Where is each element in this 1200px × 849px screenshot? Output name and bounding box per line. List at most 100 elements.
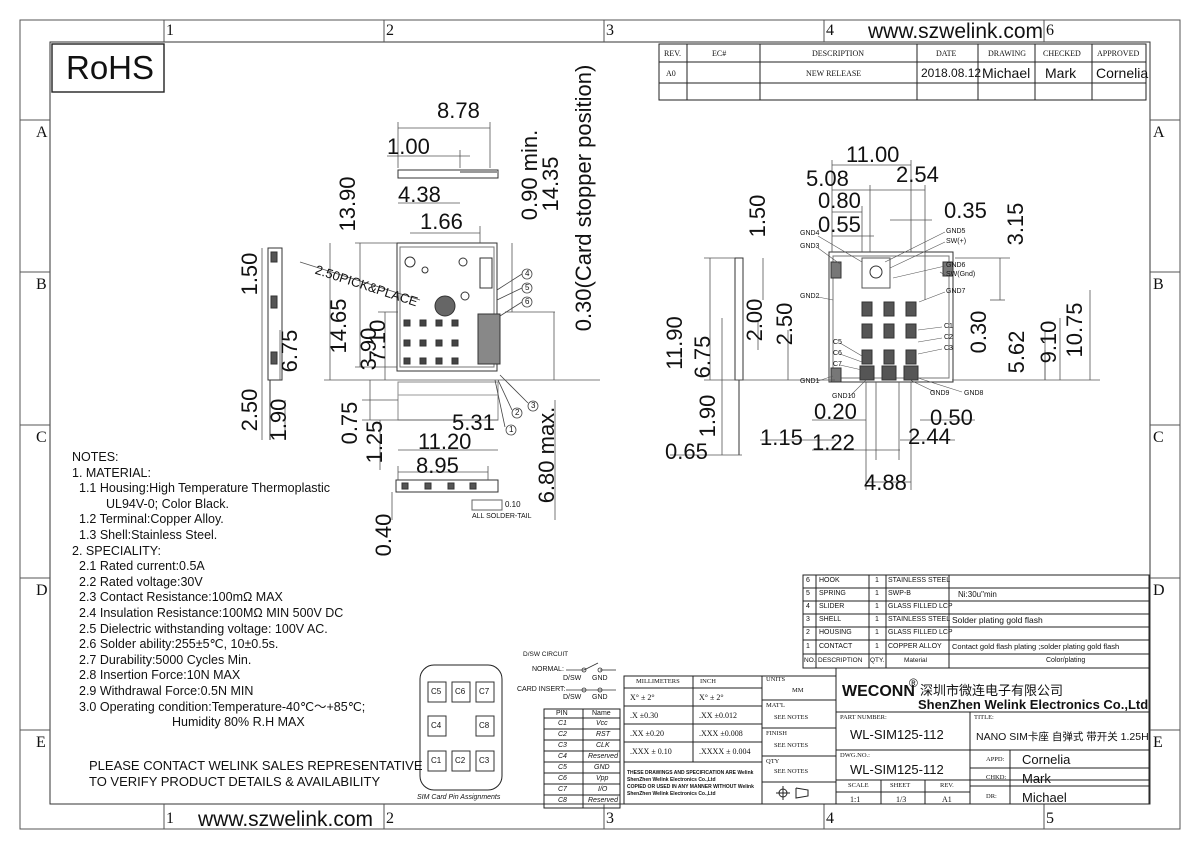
notes-title: NOTES: — [72, 450, 119, 464]
dim-0-40: 0.40 — [371, 513, 396, 557]
rdim-9-10: 9.10 — [1036, 320, 1061, 364]
pin-gnd7: GND7 — [946, 288, 966, 295]
bom-desc: HOUSING — [819, 629, 852, 636]
tol-mm-header: MILLIMETERS — [636, 678, 680, 685]
bom-material: STAINLESS STEEL — [888, 616, 951, 623]
tol-mm: .XXX ± 0.10 — [630, 747, 672, 756]
rev-header-checked: CHECKED — [1043, 49, 1081, 58]
bom-header-material: Material — [904, 657, 928, 664]
pin-table-pin: C7 — [558, 786, 567, 793]
rev-row-date: 2018.08.12 — [921, 66, 982, 80]
rdim-5-08: 5.08 — [806, 166, 849, 191]
solder-tail-value: 0.10 — [505, 500, 521, 509]
balloon-3: 3 — [531, 401, 536, 410]
pin-gnd2: GND2 — [800, 293, 820, 300]
bom-qty: 1 — [875, 616, 879, 623]
zone-row-d-right: D — [1153, 582, 1165, 599]
dim-8-78: 8.78 — [437, 98, 480, 123]
rdim-0-35: 0.35 — [944, 198, 987, 223]
dr-label: DR: — [986, 793, 997, 800]
pin-table-pin: C2 — [558, 731, 567, 738]
pin-table-name: CLK — [596, 742, 610, 749]
pin-table-name: RST — [596, 731, 610, 738]
bom-qty: 1 — [875, 577, 879, 584]
dim-11-20: 11.20 — [418, 429, 472, 454]
note-line: 1.1 Housing:High Temperature Thermoplast… — [79, 481, 331, 496]
zone-row-e-right: E — [1153, 734, 1163, 751]
rdim-0-65: 0.65 — [665, 439, 708, 464]
rohs-label: RoHS — [66, 49, 155, 86]
bom-no: 6 — [806, 577, 810, 584]
pin-c1: C1 — [944, 323, 953, 330]
appd-label: APPD: — [986, 756, 1005, 763]
rev-header-ec: EC# — [712, 49, 727, 58]
bom-qty: 1 — [875, 629, 879, 636]
bom-header-no: NO. — [804, 657, 816, 664]
contact-line-1: PLEASE CONTACT WELINK SALES REPRESENTATI… — [89, 758, 423, 773]
rdim-2-44: 2.44 — [908, 424, 951, 449]
pin-table-name: Vcc — [596, 720, 608, 727]
zone-col-2: 2 — [386, 22, 394, 39]
rev-header-drawing: DRAWING — [988, 49, 1027, 58]
rdim-4-88: 4.88 — [864, 470, 907, 495]
bom-header-qty: QTY. — [870, 657, 885, 664]
pin-gnd4: GND4 — [800, 230, 820, 237]
dsw-normal: NORMAL: — [532, 666, 564, 673]
sim-pad-c3: C3 — [479, 756, 490, 765]
part-number: WL-SIM125-112 — [850, 727, 944, 742]
tol-inch-header: INCH — [700, 678, 716, 685]
pin-table-pin: C3 — [558, 742, 567, 749]
dsw-gnd-1: GND — [592, 675, 608, 682]
pin-gnd3: GND3 — [800, 243, 820, 250]
chkd-label: CHKD: — [986, 774, 1007, 781]
tol-notice: THESE DRAWINGS AND SPECIFICATION ARE Wel… — [627, 770, 754, 798]
sim-pad-c8: C8 — [479, 721, 490, 730]
rev-row-rev: A0 — [666, 69, 676, 78]
pin-c2: C2 — [944, 334, 953, 341]
balloon-5: 5 — [525, 283, 530, 292]
sheet-value: 1/3 — [896, 795, 907, 804]
matl-value: SEE NOTES — [774, 714, 809, 721]
bom-no: 4 — [806, 603, 810, 610]
dwg-number-label: DWG.NO.: — [840, 752, 870, 759]
note-line: 1.3 Shell:Stainless Steel. — [79, 527, 218, 542]
finish-label: FINISH — [766, 730, 787, 737]
dr-value: Michael — [1022, 790, 1067, 805]
zone-row-a-right: A — [1153, 124, 1165, 141]
dim-13-90: 13.90 — [335, 176, 360, 232]
pin-gnd9: GND9 — [930, 390, 950, 397]
appd-value: Cornelia — [1022, 752, 1071, 767]
website-top[interactable]: www.szwelink.com — [868, 20, 1044, 43]
chkd-value: Mark — [1022, 771, 1051, 786]
bom-color: Ni:30u"min — [958, 590, 997, 599]
rev-header-approved: APPROVED — [1097, 49, 1140, 58]
dim-7-10: 7.10 — [365, 319, 390, 363]
rev-row-checked: Mark — [1045, 65, 1077, 81]
pin-sw-plus: SW(+) — [946, 238, 967, 245]
pin-table-pin: C6 — [558, 775, 567, 782]
note-line: 2.6 Solder ability:255±5℃, 10±0.5s. — [79, 637, 279, 652]
pin-table-name: Vpp — [596, 775, 609, 782]
note-line: 2.8 Insertion Force:10N MAX — [79, 668, 241, 683]
note-line: 2. SPECIALITY: — [72, 543, 161, 558]
dim-5-31: 5.31 — [452, 410, 495, 435]
sim-pad-c1: C1 — [431, 756, 442, 765]
pin-table-name: Reserved — [588, 797, 618, 804]
tol-inch: .XXX ±0.008 — [699, 729, 743, 738]
drawing-title: NANO SIM卡座 自弹式 带开关 1.25H — [976, 731, 1149, 743]
dsw-card-insert: CARD INSERT: — [517, 686, 566, 693]
tol-inch: X° ± 2° — [699, 693, 724, 702]
note-line: Humidity 80% R.H MAX — [172, 715, 305, 730]
dim-1-00: 1.00 — [387, 134, 430, 159]
zone-col-6: 6 — [1046, 22, 1054, 39]
brand-logo: WECONN — [842, 683, 915, 700]
note-line: 1. MATERIAL: — [72, 465, 151, 480]
pin-gnd1: GND1 — [800, 378, 820, 385]
balloon-4: 4 — [525, 269, 530, 278]
tol-notice-line: ShenZhen Welink Electronics Co.,Ltd — [627, 777, 716, 783]
note-line: 2.3 Contact Resistance:100mΩ MAX — [79, 590, 283, 605]
rdim-11-00: 11.00 — [846, 142, 900, 167]
note-line: 2.2 Rated voltage:30V — [79, 574, 203, 589]
website-bottom[interactable]: www.szwelink.com — [198, 808, 374, 831]
